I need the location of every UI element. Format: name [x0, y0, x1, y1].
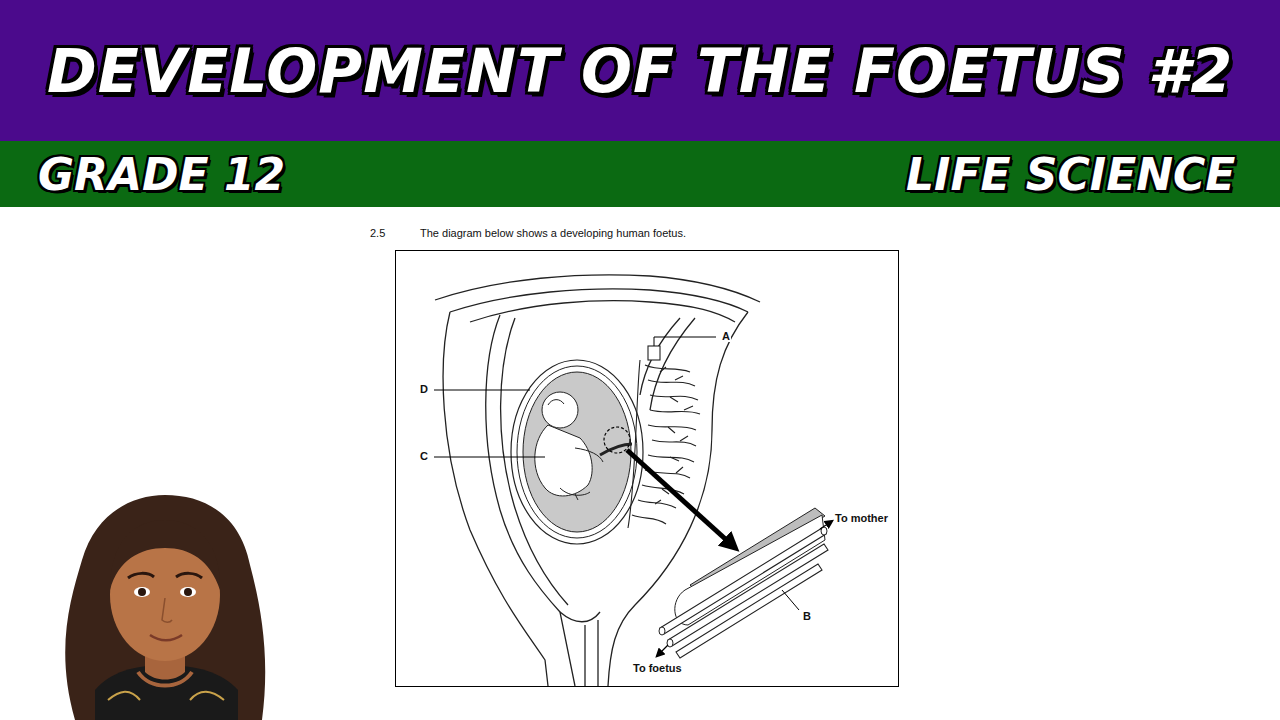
diagram-frame — [396, 251, 899, 687]
uterus — [435, 275, 760, 686]
band-text: LIFE SCIENCE — [906, 149, 1235, 200]
part-label: C — [419, 450, 429, 462]
placenta — [628, 346, 700, 528]
question-number: 2.5 — [370, 227, 385, 239]
band-text: GRADE 12 — [38, 149, 285, 200]
subtitle-band: GRADE 12 LIFE SCIENCE — [0, 141, 1280, 207]
page-title: DEVELOPMENT OF THE FOETUS #2 — [47, 36, 1233, 106]
question-text: The diagram below shows a developing hum… — [420, 227, 686, 239]
flow-label: To mother — [834, 512, 889, 524]
title-band — [0, 0, 1280, 141]
foetus — [535, 392, 632, 500]
leader-lines — [434, 337, 799, 610]
part-label: A — [721, 330, 731, 342]
chorion — [517, 366, 637, 538]
part-label: D — [419, 383, 429, 395]
umbilical-cord-detail — [659, 508, 828, 658]
flow-arrow — [820, 521, 832, 529]
zoom-circle — [604, 427, 630, 453]
avatar — [65, 495, 265, 720]
flow-arrow — [657, 645, 668, 656]
amnion — [511, 360, 643, 544]
subtitle-band-ground — [0, 141, 1280, 207]
part-label: B — [802, 610, 812, 622]
zoom-arrow — [627, 450, 732, 545]
flow-label: To foetus — [632, 662, 683, 674]
amniotic-fluid — [523, 372, 631, 532]
